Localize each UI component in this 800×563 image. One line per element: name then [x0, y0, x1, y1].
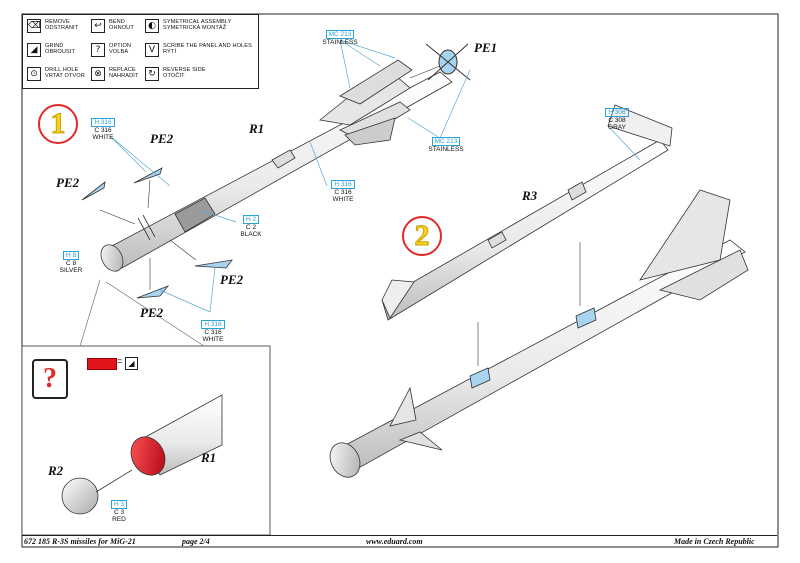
- legend-bend: ↩ BEND OHNOUT: [91, 19, 134, 33]
- footer-website: www.eduard.com: [366, 537, 423, 546]
- part-label-pe1: PE1: [474, 40, 498, 55]
- legend-text: REMOVE ODSTRANIT: [45, 19, 79, 32]
- part-label-pe2: PE2: [150, 131, 174, 146]
- grind-icon: ◢: [125, 357, 138, 370]
- legend-text: GRIND OBROUSIT: [45, 43, 76, 56]
- legend-text: BEND OHNOUT: [109, 19, 134, 32]
- color-callout-mc213: MC 213 STAINLESS: [424, 137, 468, 153]
- part-label-r1-detail: R1: [201, 450, 217, 465]
- option-marker: ?: [32, 359, 68, 399]
- color-name: STAINLESS: [428, 146, 464, 153]
- legend: ⌫ REMOVE ODSTRANIT ↩ BEND OHNOUT ◐ SYMET…: [22, 14, 259, 89]
- legend-reverse: ↻ REVERSE SIDE OTOČIT: [145, 67, 206, 81]
- option-icon: ?: [91, 43, 105, 57]
- pe2-fins: [81, 167, 233, 299]
- remove-icon: ⌫: [27, 19, 41, 33]
- part-label-pe2: PE2: [56, 175, 80, 190]
- legend-scribe: V SCRIBE THE PANEL AND HOLES RÝTÍ: [145, 43, 252, 57]
- color-c: C 3: [113, 509, 125, 516]
- color-code: H 306: [605, 108, 629, 117]
- color-callout-h3: H 3 C 3 RED: [104, 500, 134, 523]
- color-callout-mc213: MC 213 STAINLESS: [318, 30, 362, 46]
- legend-text: SCRIBE THE PANEL AND HOLES RÝTÍ: [163, 43, 252, 56]
- legend-remove: ⌫ REMOVE ODSTRANIT: [27, 19, 78, 33]
- color-code: H 316: [331, 180, 355, 189]
- color-callout-h316: H 316 C 316 WHITE: [198, 320, 228, 343]
- footer: 672 185 R-3S missiles for MiG-21 page 2/…: [22, 535, 777, 548]
- legend-text: DRILL HOLE VRTAT OTVOR: [45, 67, 85, 80]
- sheet-frame: [21, 13, 779, 548]
- color-callout-h8: H 8 C 8 SILVER: [56, 251, 86, 274]
- color-c: C 2: [245, 224, 257, 231]
- step-1-marker: 1: [38, 104, 78, 144]
- color-code: H 316: [91, 118, 115, 127]
- color-name: BLACK: [240, 231, 262, 238]
- missile-step1: [100, 59, 453, 272]
- legend-drill: ⊙ DRILL HOLE VRTAT OTVOR: [27, 67, 85, 81]
- color-name: WHITE: [92, 134, 114, 141]
- arrows-step1: [99, 65, 441, 290]
- color-name: SILVER: [59, 267, 83, 274]
- r3-rail: [381, 104, 673, 321]
- color-code: MC 213: [325, 30, 355, 39]
- color-c: C 316: [94, 127, 112, 134]
- legend-text: REPLACE NAHRADIT: [109, 67, 139, 80]
- color-c: C 316: [204, 329, 222, 336]
- color-callout-h306: H 306 C 308 GRAY: [602, 108, 632, 131]
- color-name: RED: [112, 516, 126, 523]
- color-name: STAINLESS: [322, 39, 358, 46]
- part-label-pe2: PE2: [140, 305, 164, 320]
- color-c: C 316: [334, 189, 352, 196]
- red-paint-swatch: [87, 358, 117, 370]
- drill-icon: ⊙: [27, 67, 41, 81]
- legend-text: SYMETRICAL ASSEMBLY SYMETRICKÁ MONTÁŽ: [163, 19, 232, 32]
- color-code: H 3: [110, 500, 128, 509]
- bend-icon: ↩: [91, 19, 105, 33]
- detail-missile: [61, 394, 223, 515]
- legend-option: ? OPTION VOLBA: [91, 43, 131, 57]
- color-callout-h2: H 2 C 2 BLACK: [236, 215, 266, 238]
- legend-text: OPTION VOLBA: [109, 43, 132, 56]
- footer-page: page 2/4: [182, 537, 210, 546]
- color-callout-h316: H 316 C 316 WHITE: [328, 180, 358, 203]
- legend-grind: ◢ GRIND OBROUSIT: [27, 43, 75, 57]
- scribe-icon: V: [145, 43, 159, 57]
- color-name: WHITE: [202, 336, 224, 343]
- replace-icon: ⊗: [91, 67, 105, 81]
- symmetrical-icon: ◐: [145, 19, 159, 33]
- pe1-part: [425, 43, 471, 81]
- color-code: H 2: [242, 215, 260, 224]
- step-2-marker: 2: [402, 216, 442, 256]
- missile-step2: [329, 189, 749, 478]
- color-code: H 316: [201, 320, 225, 329]
- equals-sign: =: [117, 356, 123, 366]
- part-label-pe2: PE2: [220, 272, 244, 287]
- color-code: MC 213: [431, 137, 461, 146]
- color-name: WHITE: [332, 196, 354, 203]
- grind-icon: ◢: [27, 43, 41, 57]
- color-name: GRAY: [608, 124, 626, 131]
- leader-lines-step1: [109, 39, 471, 313]
- color-callout-h316: H 316 C 316 WHITE: [88, 118, 118, 141]
- footer-title: 672 185 R-3S missiles for MiG-21: [24, 537, 136, 546]
- legend-text: REVERSE SIDE OTOČIT: [163, 67, 206, 80]
- color-c: C 8: [65, 260, 77, 267]
- gray-leader: [609, 127, 641, 161]
- legend-symmetrical: ◐ SYMETRICAL ASSEMBLY SYMETRICKÁ MONTÁŽ: [145, 19, 231, 33]
- part-label-r1: R1: [249, 121, 265, 136]
- legend-replace: ⊗ REPLACE NAHRADIT: [91, 67, 138, 81]
- color-code: H 8: [62, 251, 80, 260]
- footer-origin: Made in Czech Republic: [674, 537, 755, 546]
- part-label-r2: R2: [48, 463, 64, 478]
- arrows-step2: [477, 242, 581, 366]
- part-label-r3: R3: [522, 188, 538, 203]
- reverse-icon: ↻: [145, 67, 159, 81]
- color-c: C 308: [608, 117, 626, 124]
